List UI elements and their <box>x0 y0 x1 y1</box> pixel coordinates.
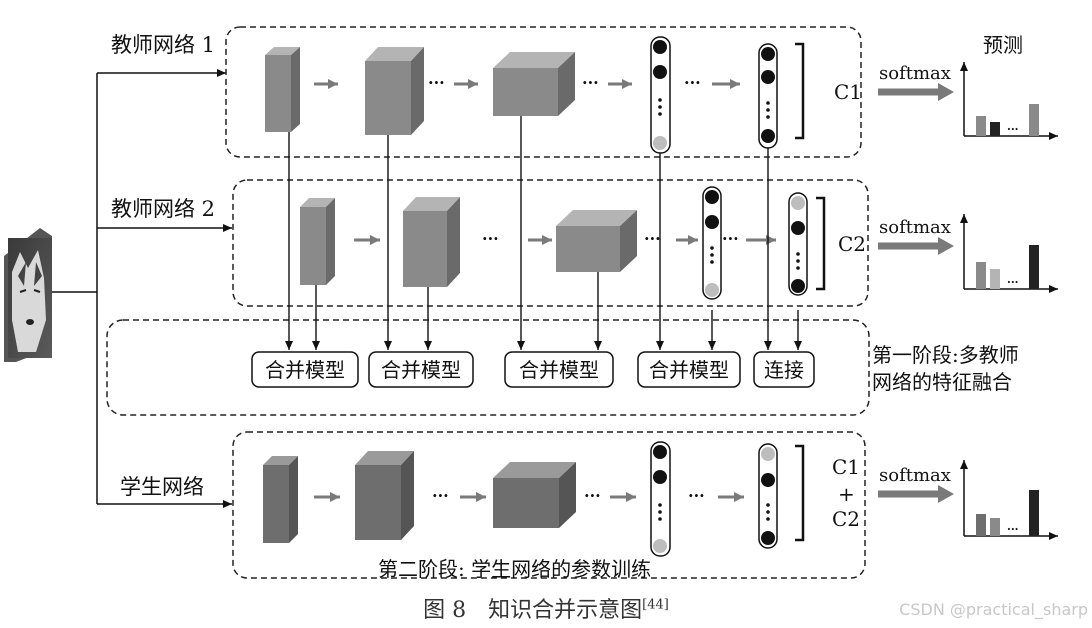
figure-caption: 图 8 知识合并示意图[44] <box>0 592 1092 624</box>
teacher2-ellipsis-2: ··· <box>644 229 661 248</box>
t1-bar-3 <box>1029 104 1039 136</box>
teacher1-layer-2 <box>365 47 424 135</box>
teacher1-bracket <box>795 42 805 140</box>
t1-bar-1 <box>976 116 986 136</box>
softmax-student: softmax <box>878 465 954 503</box>
stage1-label-line1: 第一阶段:多教师 <box>872 343 1019 367</box>
student-layer-2 <box>355 451 414 540</box>
student-layer-1 <box>263 456 298 543</box>
student-fc-layer-2 <box>758 443 778 549</box>
concat-box: 连接 <box>753 351 815 388</box>
teacher1-ellipsis-3: ··· <box>684 73 701 92</box>
stage2-label: 第二阶段: 学生网络的参数训练 <box>378 557 651 581</box>
s-bar-3 <box>1029 490 1039 536</box>
softmax-teacher1-label: softmax <box>879 63 951 84</box>
merge-box-3: 合并模型 <box>504 351 614 388</box>
teacher2-fc-layer-1 <box>702 186 722 300</box>
caption-reference: [44] <box>642 597 669 613</box>
student-label: 学生网络 <box>120 475 204 499</box>
merge-box-4-label: 合并模型 <box>649 358 729 382</box>
t2-bar-2 <box>990 269 1000 289</box>
softmax-teacher1: softmax <box>878 63 954 101</box>
t2-bar-ellipsis: ··· <box>1007 276 1019 289</box>
prediction-label: 预测 <box>983 33 1023 57</box>
input-dog-image <box>4 228 52 362</box>
merge-box-4: 合并模型 <box>637 351 741 388</box>
s-bar-2 <box>990 518 1000 536</box>
student-layer-3 <box>493 462 576 528</box>
prediction-chart-student: ··· <box>960 460 1058 540</box>
teacher2-layer-2 <box>403 197 460 287</box>
caption-text: 图 8 知识合并示意图 <box>423 598 643 623</box>
teacher1-fc-layer-1 <box>650 36 671 154</box>
student-plus-label: + <box>838 482 855 506</box>
student-ellipsis-2: ··· <box>584 486 601 505</box>
teacher1-c1-label: C1 <box>834 80 862 104</box>
stage1-box <box>106 319 870 416</box>
teacher1-ellipsis-1: ··· <box>428 73 445 92</box>
knowledge-merge-diagram: 教师网络 1 教师网络 2 学生网络 ··· ··· ··· C1 <box>4 26 1058 581</box>
teacher2-ellipsis-3: ··· <box>722 229 739 248</box>
merge-connection-arrows <box>285 116 802 350</box>
merge-box-1: 合并模型 <box>251 351 359 388</box>
teacher2-label: 教师网络 2 <box>111 197 215 221</box>
s-bar-ellipsis: ··· <box>1007 523 1019 536</box>
teacher1-box <box>225 26 862 158</box>
student-c1-label: C1 <box>832 455 860 479</box>
input-branch-lines <box>52 69 232 508</box>
merge-box-3-label: 合并模型 <box>519 358 599 382</box>
teacher1-ellipsis-2: ··· <box>582 73 599 92</box>
teacher2-box <box>232 179 869 307</box>
student-fc-layer-1 <box>650 441 671 557</box>
t2-bar-3 <box>1029 245 1039 289</box>
merge-box-2-label: 合并模型 <box>381 358 461 382</box>
softmax-student-label: softmax <box>879 465 951 486</box>
softmax-teacher2-label: softmax <box>879 217 951 238</box>
csdn-watermark: CSDN @practical_sharp <box>899 600 1088 619</box>
teacher1-layer-3 <box>493 52 575 116</box>
teacher2-fc-layer-2 <box>788 192 808 296</box>
s-bar-1 <box>976 514 986 536</box>
teacher2-c2-label: C2 <box>838 232 866 256</box>
t2-bar-1 <box>976 262 986 289</box>
t1-bar-ellipsis: ··· <box>1007 123 1019 136</box>
student-box <box>232 431 866 579</box>
prediction-chart-teacher1: ··· <box>960 62 1058 140</box>
softmax-teacher2: softmax <box>878 217 954 255</box>
merge-box-2: 合并模型 <box>368 351 474 388</box>
teacher1-label: 教师网络 1 <box>111 33 215 57</box>
student-ellipsis-1: ··· <box>432 486 449 505</box>
teacher1-layer-1 <box>265 47 300 132</box>
teacher2-layer-3 <box>556 210 637 272</box>
student-ellipsis-3: ··· <box>688 486 705 505</box>
prediction-chart-teacher2: ··· <box>960 214 1058 293</box>
concat-box-label: 连接 <box>764 358 804 382</box>
teacher2-ellipsis-1: ··· <box>482 229 499 248</box>
student-bracket <box>795 444 805 542</box>
merge-box-1-label: 合并模型 <box>265 358 345 382</box>
student-c2-label: C2 <box>832 507 860 531</box>
teacher1-fc-layer-2 <box>758 43 778 149</box>
teacher2-bracket <box>816 196 826 291</box>
t1-bar-2 <box>990 122 1000 136</box>
stage1-label-line2: 网络的特征融合 <box>872 370 1012 394</box>
teacher2-layer-1 <box>300 198 335 285</box>
